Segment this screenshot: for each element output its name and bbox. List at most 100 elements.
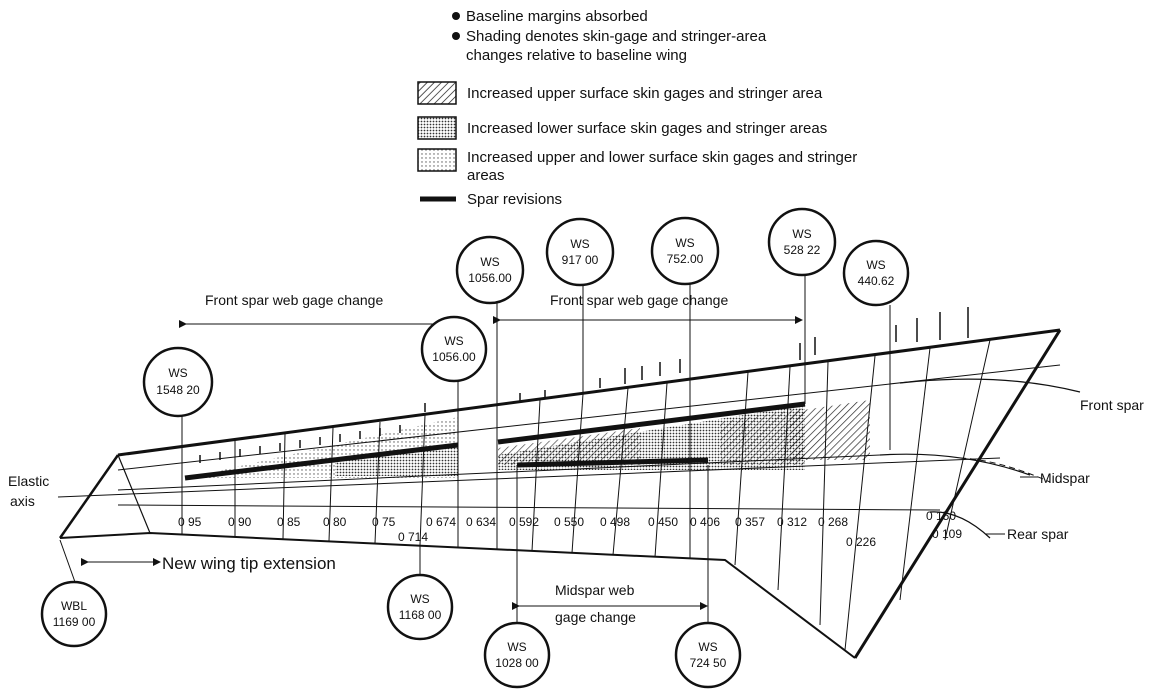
station-label: WS bbox=[792, 227, 811, 241]
rib-line bbox=[654, 382, 668, 558]
legend-text-both-2: areas bbox=[467, 167, 505, 184]
eta-label: 0 312 bbox=[777, 515, 807, 529]
legend-text-spar: Spar revisions bbox=[467, 191, 562, 208]
eta-label: 0 674 bbox=[426, 515, 456, 529]
station-label: WS bbox=[675, 236, 694, 250]
front-spar-change-dimensions bbox=[179, 316, 803, 328]
note-shading-1: Shading denotes skin-gage and stringer-a… bbox=[466, 28, 767, 45]
legend-text-upper: Increased upper surface skin gages and s… bbox=[467, 85, 823, 102]
station-value: 1548 20 bbox=[156, 383, 200, 397]
elastic-axis-label-2: axis bbox=[10, 493, 35, 509]
station-value: 917 00 bbox=[562, 253, 599, 267]
upper-surface-ticks bbox=[199, 307, 969, 463]
legend-text-both: Increased upper and lower surface skin g… bbox=[467, 149, 857, 166]
station-value: 1056.00 bbox=[468, 271, 512, 285]
legend-swatch-both bbox=[417, 148, 457, 172]
station-value: 440.62 bbox=[858, 274, 895, 288]
eta-label: 0 550 bbox=[554, 515, 584, 529]
new-wing-tip-label: New wing tip extension bbox=[162, 554, 336, 573]
eta-tick-labels: 0 95 0 90 0 85 0 80 0 75 0 714 0 674 0 6… bbox=[178, 509, 962, 549]
note-shading-2: changes relative to baseline wing bbox=[466, 47, 687, 64]
note-baseline-margins: Baseline margins absorbed bbox=[466, 8, 648, 25]
station-value: 1056.00 bbox=[432, 350, 476, 364]
front-spar-change-label-left: Front spar web gage change bbox=[205, 292, 383, 308]
station-label: WS bbox=[507, 640, 526, 654]
station-leaders bbox=[59, 274, 891, 650]
station-bubble-ws-752: WS 752.00 bbox=[650, 216, 720, 286]
station-label: WS bbox=[480, 255, 499, 269]
eta-label: 0 450 bbox=[648, 515, 678, 529]
station-bubble-ws-1056-high: WS 1056.00 bbox=[455, 235, 525, 305]
station-bubble-ws-528: WS 528 22 bbox=[767, 207, 837, 277]
station-bubble-ws-724: WS 724 50 bbox=[674, 621, 742, 689]
front-spar-revision-1 bbox=[184, 442, 459, 481]
wing-root-edge bbox=[853, 329, 1062, 659]
rib-line bbox=[328, 427, 334, 542]
rib-line bbox=[819, 361, 829, 626]
station-label: WS bbox=[168, 366, 187, 380]
eta-label: 0 226 bbox=[846, 535, 876, 549]
eta-label: 0 406 bbox=[690, 515, 720, 529]
front-spar-change-label-right: Front spar web gage change bbox=[550, 292, 728, 308]
shade-mid-dense bbox=[335, 443, 458, 476]
station-label: WS bbox=[444, 334, 463, 348]
station-value: 752.00 bbox=[667, 252, 704, 266]
legend-swatch-lower bbox=[417, 116, 457, 140]
rear-spar-label: Rear spar bbox=[1007, 526, 1069, 542]
shade-inboard-hatch-3 bbox=[790, 400, 870, 460]
rib-line bbox=[734, 371, 749, 566]
rib-line bbox=[282, 433, 286, 540]
midspar-revision bbox=[516, 457, 709, 468]
eta-label: 0 85 bbox=[277, 515, 301, 529]
station-bubble-ws-440: WS 440.62 bbox=[842, 239, 910, 307]
bullet-icon bbox=[452, 32, 460, 40]
eta-label: 0 357 bbox=[735, 515, 765, 529]
station-bubbles: WS 1548 20 WS 1056.00 WS 1056.00 WS 917 … bbox=[40, 207, 910, 689]
rib-line bbox=[531, 399, 541, 552]
station-label: WS bbox=[698, 640, 717, 654]
midspar-change-label-1: Midspar web bbox=[555, 582, 635, 598]
station-value: 528 22 bbox=[784, 243, 821, 257]
spars bbox=[57, 364, 1081, 539]
rib-line bbox=[612, 387, 629, 556]
midspar-label: Midspar bbox=[1040, 470, 1090, 486]
notes: Baseline margins absorbed Shading denote… bbox=[452, 8, 767, 64]
legend: Increased upper surface skin gages and s… bbox=[417, 81, 857, 208]
station-bubble-wbl-1169: WBL 1169 00 bbox=[40, 580, 108, 648]
eta-label: 0 150 bbox=[926, 509, 956, 523]
midspar-change-label-2: gage change bbox=[555, 609, 636, 625]
midspar-curve bbox=[879, 453, 1031, 476]
legend-text-lower: Increased lower surface skin gages and s… bbox=[467, 120, 827, 137]
station-bubble-ws-1028: WS 1028 00 bbox=[483, 621, 551, 689]
station-bubble-ws-1168: WS 1168 00 bbox=[386, 573, 454, 641]
rib-line bbox=[844, 355, 876, 651]
wing-tip-edge bbox=[58, 454, 120, 539]
structure-labels: Front spar Midspar Rear spar Elastic axi… bbox=[8, 397, 1144, 573]
station-label: WBL bbox=[61, 599, 87, 613]
eta-label: 0 90 bbox=[228, 515, 252, 529]
eta-label: 0 95 bbox=[178, 515, 202, 529]
elastic-axis-label-1: Elastic bbox=[8, 473, 49, 489]
legend-swatch-upper bbox=[417, 81, 457, 105]
midspar-line bbox=[117, 454, 881, 491]
eta-label: 0 498 bbox=[600, 515, 630, 529]
leader-line bbox=[59, 539, 76, 583]
wing-leading-edge bbox=[117, 328, 1061, 457]
station-value: 724 50 bbox=[690, 656, 727, 670]
station-bubble-ws-1548: WS 1548 20 bbox=[142, 346, 214, 418]
station-value: 1028 00 bbox=[495, 656, 539, 670]
bullet-icon bbox=[452, 12, 460, 20]
station-bubble-ws-1056-low: WS 1056.00 bbox=[420, 315, 488, 383]
front-spar-label: Front spar bbox=[1080, 397, 1144, 413]
station-value: 1169 00 bbox=[53, 615, 96, 629]
rib-line bbox=[944, 339, 991, 541]
rib-line bbox=[374, 421, 381, 544]
eta-label: 0 634 bbox=[466, 515, 496, 529]
rib-line bbox=[419, 414, 426, 546]
station-label: WS bbox=[570, 237, 589, 251]
rib-line bbox=[899, 347, 931, 601]
rear-spar-line bbox=[117, 504, 941, 511]
station-label: WS bbox=[410, 592, 429, 606]
wing-outline bbox=[58, 328, 1062, 659]
elastic-axis-line bbox=[57, 457, 1001, 498]
